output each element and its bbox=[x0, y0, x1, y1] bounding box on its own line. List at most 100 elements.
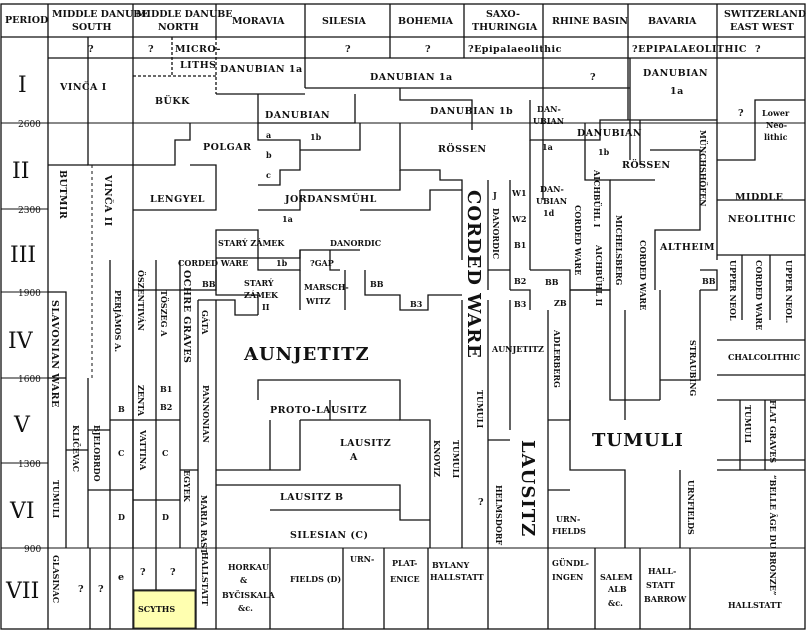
horkau-4: &c. bbox=[238, 603, 253, 613]
period-3: III bbox=[10, 243, 36, 268]
polgar-b: b bbox=[266, 150, 272, 160]
hallstatt-sw: HALLSTATT bbox=[728, 600, 782, 610]
b1-mdn: B1 bbox=[160, 384, 172, 394]
salem-3: &c. bbox=[608, 598, 623, 608]
vinca1: VINČA I bbox=[59, 81, 107, 93]
lower-neo-1: Lower bbox=[762, 108, 790, 118]
marschwitz-1: MARSCH- bbox=[304, 282, 349, 292]
danordic: DANORDIC bbox=[330, 238, 381, 248]
bb-sil: BB bbox=[370, 279, 384, 289]
aunjetitz-sax: AUNJETITZ bbox=[491, 344, 544, 354]
scyths-highlight bbox=[133, 590, 196, 629]
lower-neo-2: Neo- bbox=[766, 120, 787, 130]
period-7: VII bbox=[5, 579, 39, 604]
adlerberg: ADLERBERG bbox=[552, 329, 562, 388]
jordansmuehl: JORDANSMÜHL bbox=[284, 192, 377, 205]
hallstatt-barrow-2: STATT bbox=[646, 580, 675, 590]
corded-ware-big: CORDED WARE bbox=[463, 190, 484, 359]
lausitz-a-2: A bbox=[349, 452, 358, 463]
e-vii: e bbox=[118, 572, 125, 583]
q-rb: ? bbox=[590, 72, 596, 83]
b2: B2 bbox=[514, 276, 526, 286]
b-mds: B bbox=[118, 404, 125, 414]
oszentivan: ÖSZENTIVÁN bbox=[136, 270, 146, 331]
header-silesia: SILESIA bbox=[322, 16, 367, 27]
upper-neol2: UPPER NEOL. bbox=[784, 260, 794, 324]
danubian-1d-1: DAN- bbox=[540, 184, 564, 194]
b3-boh: B3 bbox=[410, 299, 423, 309]
q-sw2: ? bbox=[738, 108, 744, 119]
period-1: I bbox=[18, 73, 27, 98]
header-mdn-1: MIDDLE DANUBE bbox=[136, 9, 233, 20]
header-sw-2: EAST WEST bbox=[730, 22, 794, 33]
one-b-rb: 1b bbox=[598, 147, 610, 157]
butmir: BUTMIR bbox=[57, 170, 68, 219]
bjelobrdo: BJELOBRDO bbox=[92, 425, 102, 482]
vattina: VATTINA bbox=[138, 429, 148, 471]
danubian-1a-rb-1: DAN- bbox=[537, 104, 561, 114]
header-rhine: RHINE BASIN bbox=[552, 16, 628, 27]
b3: B3 bbox=[514, 299, 527, 309]
d-mdn: D bbox=[162, 512, 169, 522]
bb-rb: BB bbox=[545, 277, 559, 287]
tumuli-mds: TUMULI bbox=[51, 480, 61, 518]
upper-neol: UPPER NEOL bbox=[728, 260, 738, 321]
gundlingen-1: GÜNDL- bbox=[552, 558, 589, 568]
grid-lines bbox=[0, 3, 806, 630]
horkau-1: HORKAU bbox=[228, 562, 269, 572]
q-mdn: ? bbox=[148, 44, 154, 55]
q-vii-3: ? bbox=[140, 567, 146, 578]
lengyel: LENGYEL bbox=[150, 194, 205, 205]
header-saxo-1: SAXO- bbox=[486, 9, 520, 20]
epipal-rb: ?EPIPALAEOLITHIC bbox=[632, 44, 747, 55]
date-900: 900 bbox=[24, 545, 41, 555]
danubian-1d-2: UBIAN bbox=[536, 196, 567, 206]
polgar-1b: 1b bbox=[310, 132, 322, 142]
egyek: EGYEK bbox=[182, 470, 192, 503]
d-mds: D bbox=[118, 512, 125, 522]
urnfields-d-2: FIELDS (D) bbox=[290, 574, 341, 584]
muenchshoefen: MÜNCHSHÖFEN bbox=[698, 130, 708, 206]
perjamos: PERJÁMOS A. bbox=[113, 290, 123, 352]
period-6: VI bbox=[9, 499, 35, 524]
corded-ware-mor: CORDED WARE bbox=[178, 258, 248, 268]
bb-bav: BB bbox=[702, 276, 716, 286]
switzerland-tumuli: TUMULI bbox=[743, 405, 753, 443]
middle-neo-2: NEOLITHIC bbox=[728, 214, 796, 225]
horkau-3: BYČISKALA bbox=[222, 590, 276, 600]
microliths-1: MICRO- bbox=[175, 44, 221, 55]
middle-neo-1: MIDDLE bbox=[735, 192, 783, 203]
pannonian: PANNONIAN bbox=[201, 385, 211, 443]
bronze-age: “BELLE ÂGE DU BRONZE” bbox=[768, 475, 778, 595]
stary-zamek2-1: STARÝ bbox=[244, 278, 274, 288]
header-bohemia: BOHEMIA bbox=[398, 16, 454, 27]
ochre-graves: OCHRE GRAVES bbox=[181, 270, 192, 363]
q-vii-2: ? bbox=[98, 584, 104, 595]
one-b-mor: 1b bbox=[276, 258, 288, 268]
c-mdn: C bbox=[162, 448, 168, 458]
header-mds-2: SOUTH bbox=[72, 22, 111, 33]
date-1600: 1600 bbox=[18, 375, 41, 385]
polgar-c: c bbox=[266, 170, 271, 180]
aichbuehl2: AICHBÜHL II bbox=[594, 244, 604, 306]
q-vii-4: ? bbox=[170, 567, 176, 578]
tumuli-sax: TUMULI bbox=[475, 390, 485, 428]
danubian-1a-rb-2: UBIAN bbox=[533, 116, 564, 126]
roessen-bav: RÖSSEN bbox=[622, 158, 671, 171]
hallstatt-barrow-3: BARROW bbox=[644, 594, 687, 604]
lausitz-b: LAUSITZ B bbox=[280, 492, 343, 503]
lower-neo-3: lithic bbox=[764, 132, 788, 142]
althein: ALTHEIM bbox=[659, 242, 715, 253]
urnfields-d-1: URN- bbox=[350, 554, 374, 564]
helmsdorf: HELMSDORF bbox=[494, 485, 504, 545]
salem-2: ALB bbox=[607, 584, 627, 594]
danordic-small: DANORDIC bbox=[491, 208, 501, 259]
header-mdn-2: NORTH bbox=[158, 22, 199, 33]
period-2: II bbox=[12, 159, 29, 184]
kisapostag: TUMULI bbox=[451, 440, 461, 478]
header-sw-1: SWITZERLAND bbox=[724, 9, 806, 20]
lausitz-big: LAUSITZ bbox=[517, 440, 538, 537]
dashed-lines bbox=[91, 165, 134, 378]
platenice-2: ENICE bbox=[390, 574, 420, 584]
epipal-sax: ?Epipalaeolithic bbox=[468, 44, 562, 55]
